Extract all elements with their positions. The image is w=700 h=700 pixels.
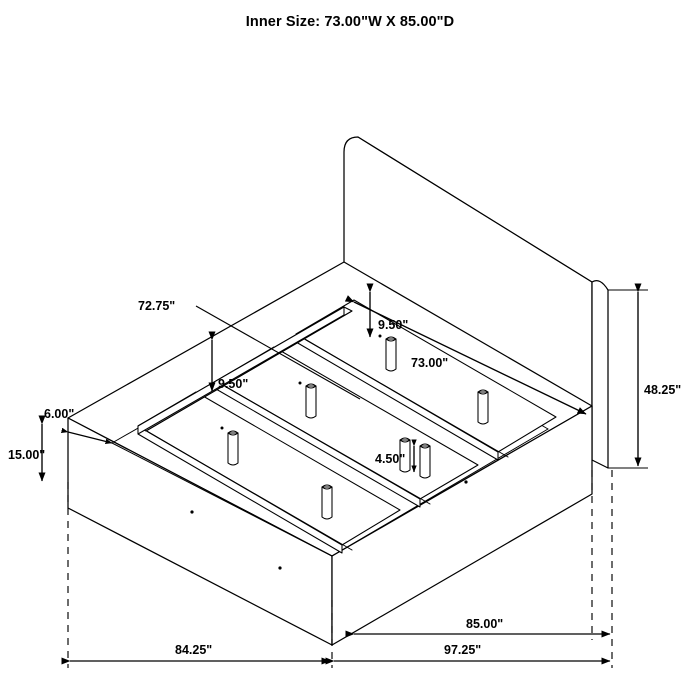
slat-near-edge — [147, 431, 353, 551]
dimension-leg-height: 4.50" — [375, 439, 417, 473]
dimension-overall-length: 97.25" — [325, 643, 611, 665]
support-leg — [305, 383, 317, 419]
dimension-slat-span: 72.75" — [138, 299, 361, 400]
dimension-line — [60, 427, 113, 445]
screw-dot — [378, 334, 382, 338]
center-rail-edge — [145, 310, 353, 432]
dimension-label-inner-width: 73.00" — [411, 356, 448, 370]
dimension-label-rail-thickness: 6.00" — [44, 407, 74, 421]
support-leg-dimensioned — [419, 443, 431, 479]
base-inner-rail-near — [111, 442, 333, 557]
dimension-label-slat-span: 72.75" — [138, 299, 175, 313]
screw-dot — [220, 426, 224, 430]
dimension-inner-width: 73.00" — [344, 295, 587, 415]
screw-dot — [464, 480, 468, 484]
center-rail — [137, 306, 353, 435]
dimension-label-inner-depth: 85.00" — [466, 617, 503, 631]
center-rail-side — [137, 306, 345, 435]
screw-dot — [278, 566, 282, 570]
dimension-inner-depth: 85.00" — [345, 617, 611, 638]
screw-dot — [298, 381, 302, 385]
dimension-label-leg-height: 4.50" — [375, 452, 405, 466]
screw-dot — [190, 510, 194, 514]
dimension-label-slat-drop-right: 9.50" — [378, 318, 408, 332]
dimension-label-overall-width: 84.25" — [175, 643, 212, 657]
page-title: Inner Size: 73.00"W X 85.00"D — [245, 14, 455, 30]
dimension-label-headboard-height: 48.25" — [644, 383, 681, 397]
dimension-base-height: 15.00" — [8, 415, 46, 482]
dimension-line — [344, 295, 587, 415]
slat-middle-edge — [225, 386, 431, 505]
bottom-extension-lines — [67, 470, 613, 668]
headboard-top-edge — [357, 136, 593, 283]
support-leg — [477, 389, 489, 425]
dimension-rail-thickness: 6.00" — [44, 407, 113, 445]
dimension-slat-drop-left: 9.50" — [208, 331, 248, 392]
dimension-label-overall-length: 97.25" — [444, 643, 481, 657]
support-leg — [385, 336, 397, 372]
dimension-headboard-height: 48.25" — [608, 283, 681, 469]
support-leg — [227, 430, 239, 466]
dimension-label-base-height: 15.00" — [8, 448, 45, 462]
base-inner-rail-right — [331, 428, 549, 557]
headboard-side-face — [591, 280, 609, 469]
support-leg — [399, 437, 411, 473]
dimension-label-slat-drop-left: 9.50" — [218, 377, 248, 391]
dimension-overall-width: 84.25" — [61, 643, 331, 665]
leader-line — [195, 305, 361, 400]
support-leg — [321, 484, 333, 520]
